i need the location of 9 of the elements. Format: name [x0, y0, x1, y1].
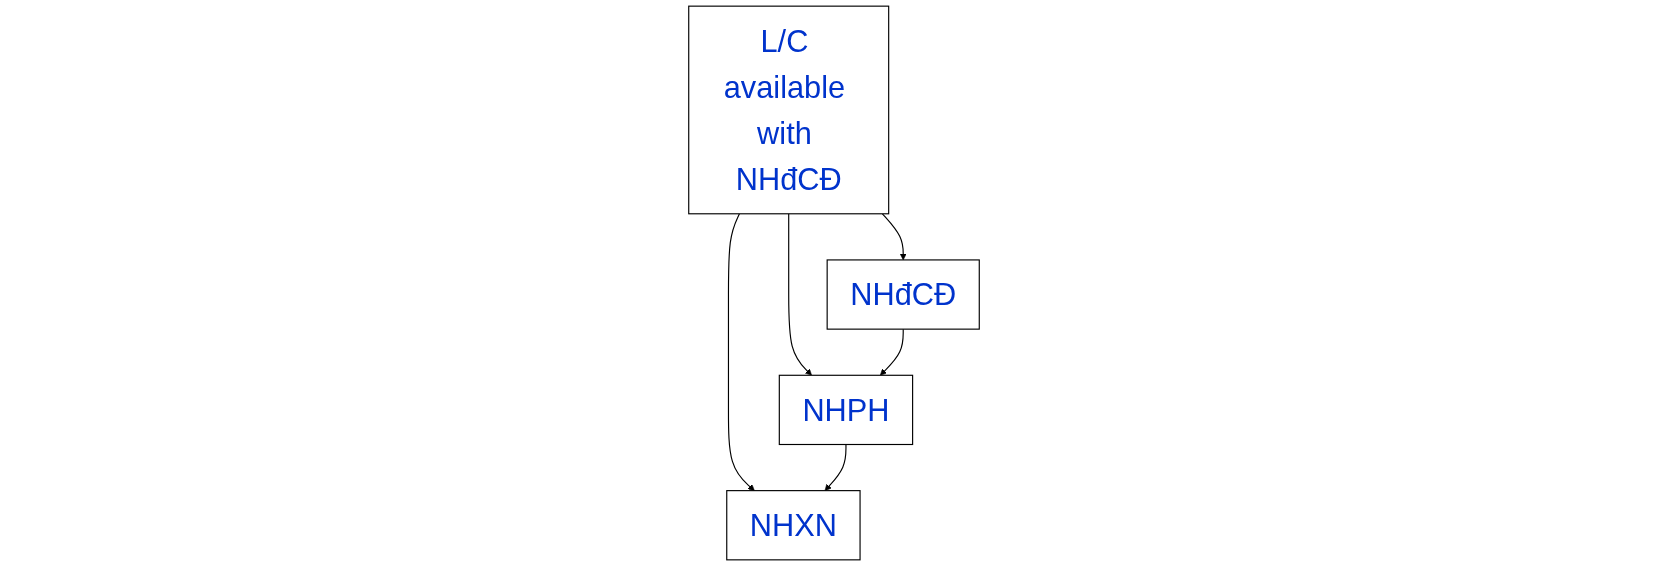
arrow	[824, 443, 847, 491]
arrow	[881, 213, 907, 261]
node-box: NHXN	[726, 490, 861, 561]
arrow	[727, 213, 755, 491]
node-box: NHđCĐ	[826, 259, 980, 330]
node-box: L/C available with NHđCĐ	[688, 5, 890, 215]
arrow	[788, 213, 812, 376]
arrow	[880, 328, 904, 376]
node-box: NHPH	[778, 374, 914, 446]
